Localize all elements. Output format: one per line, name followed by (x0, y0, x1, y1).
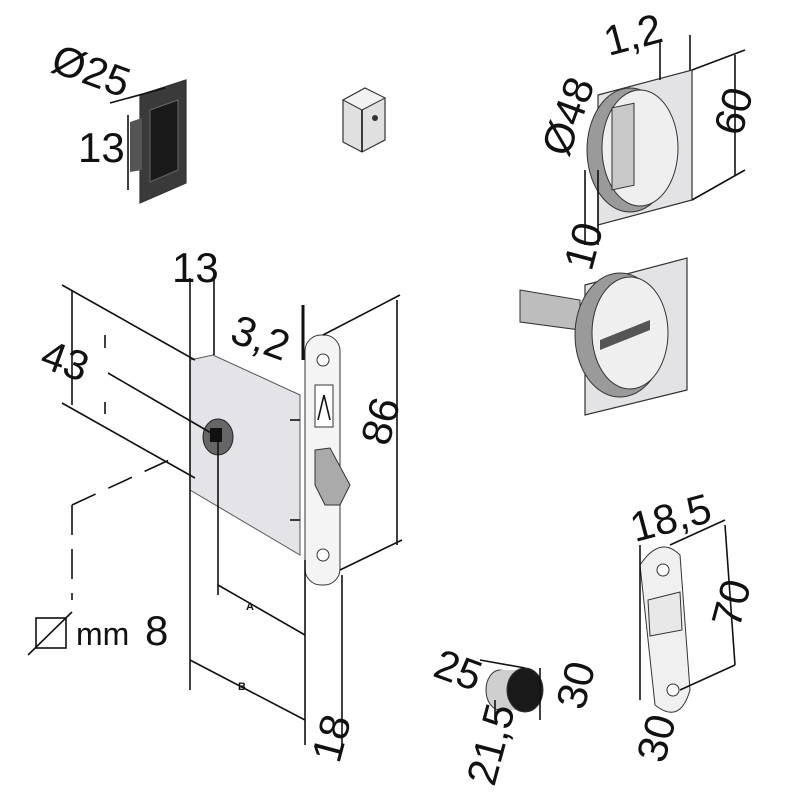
latch-depth-label: 13 (78, 124, 125, 171)
lock-backset-depth-label: 13 (172, 244, 219, 291)
round-latch-part (479, 659, 544, 720)
lock-plate-thickness-label: 3,2 (225, 306, 296, 370)
lock-dimension-lines (61, 278, 403, 745)
spindle-unit-label: mm (76, 616, 129, 652)
lock-distance-label: 43 (35, 331, 95, 391)
faceplate-height-label: 86 (352, 392, 409, 449)
latch-diameter-label: Ø25 (46, 35, 137, 106)
round-latch-length-label: 30 (547, 656, 604, 713)
rosette-height-label: 60 (705, 82, 762, 139)
strike-plate-part (639, 519, 736, 713)
square-spindle-icon (27, 611, 73, 656)
round-latch-body-label: 21,5 (457, 699, 524, 790)
latch-top-part (109, 79, 187, 204)
faceplate-width-label: 18 (302, 710, 359, 767)
strike-width-label: 18,5 (625, 484, 716, 551)
spindle-cube-part (341, 87, 387, 153)
rosette-depth-label: 10 (555, 217, 612, 274)
round-latch-diameter-label: 25 (428, 640, 488, 700)
lock-body-part (189, 334, 351, 586)
dim-b-label: B (238, 681, 246, 693)
strike-height-label: 70 (702, 575, 759, 632)
spindle-size-label: 8 (145, 607, 168, 654)
dim-a-label: A (246, 601, 254, 613)
rosette-part (584, 35, 746, 245)
rosette-with-spindle-part (519, 257, 688, 416)
strike-depth-label: 30 (627, 710, 684, 767)
rosette-thickness-label: 1,2 (599, 4, 668, 65)
